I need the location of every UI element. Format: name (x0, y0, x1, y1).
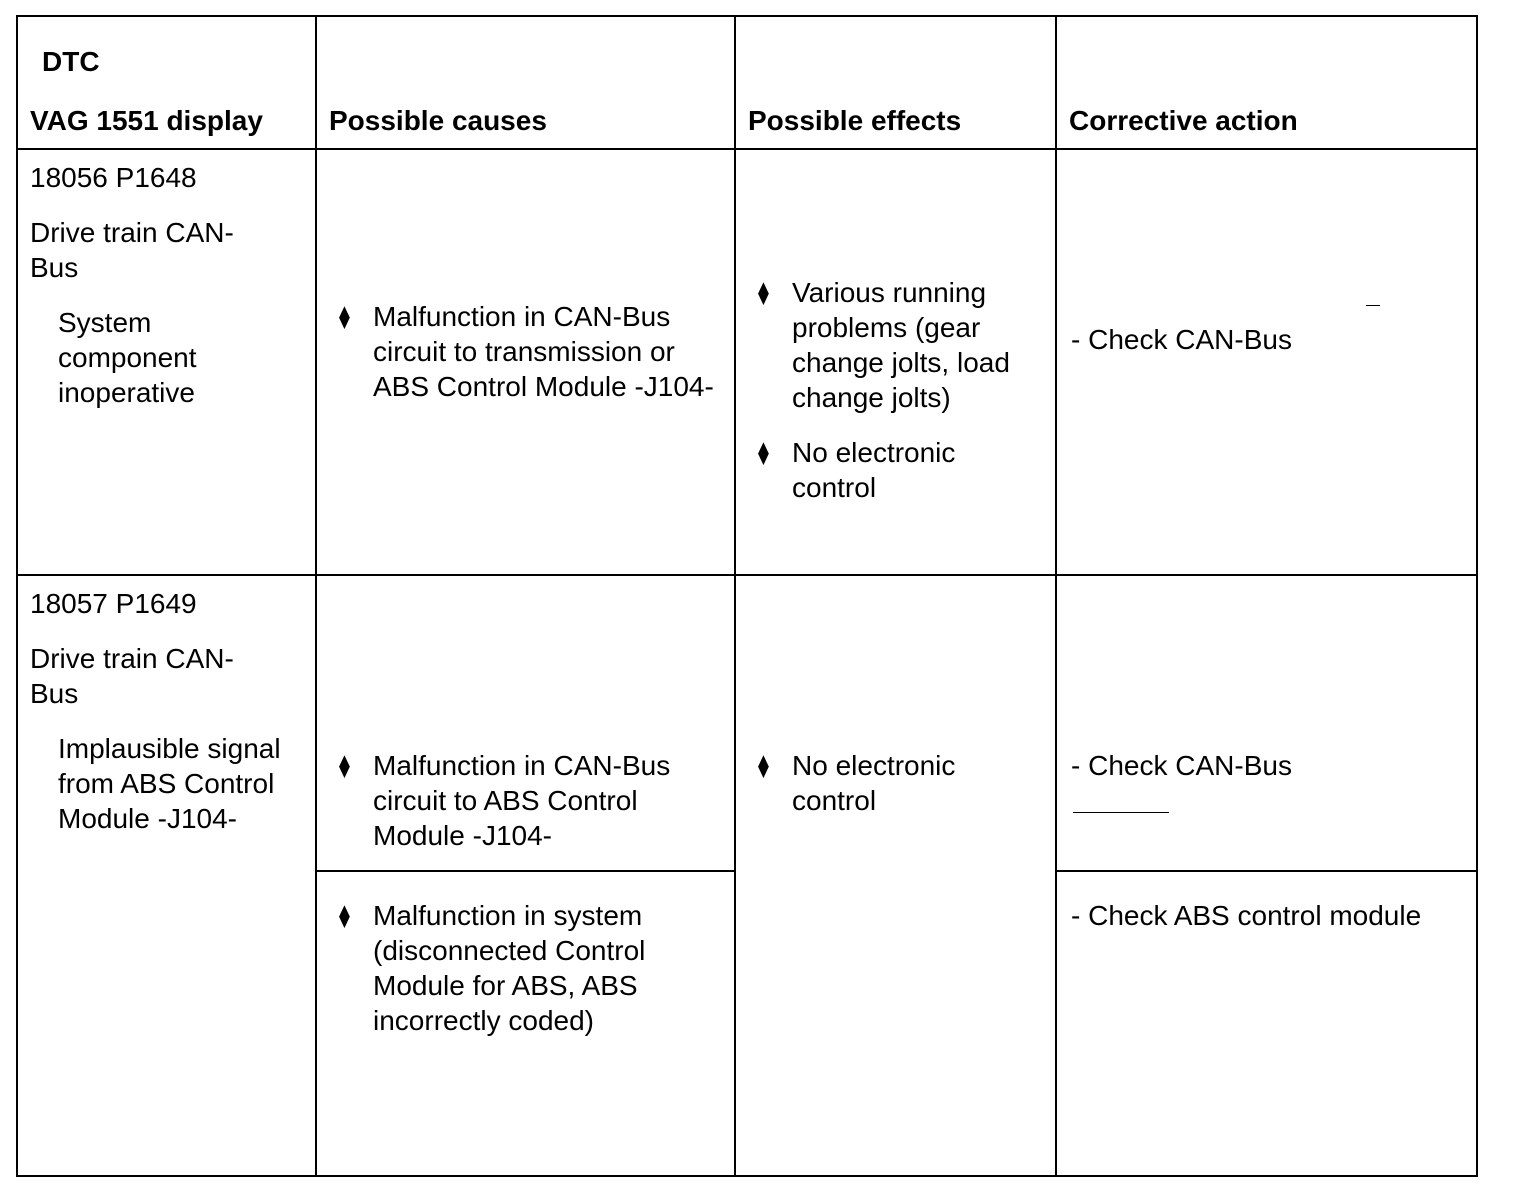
bullet-icon: ⧫ (758, 440, 769, 465)
list-item: ⧫ No electronic control (736, 435, 1055, 505)
dtc-cell: 18057 P1649 Drive train CAN-Bus Implausi… (16, 574, 317, 1177)
header-dtc-cell: DTC VAG 1551 display (16, 15, 317, 150)
tick-mark (1366, 305, 1380, 306)
list-item: ⧫ No electronic control (736, 748, 1055, 818)
action-text: - Check ABS control module (1071, 900, 1422, 931)
dtc-description: System component inoperative (58, 307, 197, 408)
dtc-code: 18057 P1649 (30, 588, 197, 619)
action-text: - Check CAN-Bus (1071, 750, 1292, 781)
dtc-cell: 18056 P1648 Drive train CAN-Bus System c… (16, 148, 317, 576)
bullet-icon: ⧫ (339, 753, 350, 778)
table-row: 18056 P1648 Drive train CAN-Bus System c… (16, 148, 1478, 576)
causes-cell: ⧫ Malfunction in system (disconnected Co… (315, 870, 736, 1177)
header-action-label: Corrective action (1069, 105, 1298, 136)
dtc-table: DTC VAG 1551 display Possible causes Pos… (16, 15, 1478, 1177)
list-item: ⧫ Malfunction in system (disconnected Co… (317, 898, 734, 1038)
bullet-icon: ⧫ (758, 280, 769, 305)
cause-text: Malfunction in system (disconnected Cont… (373, 900, 646, 1036)
header-row: DTC VAG 1551 display Possible causes Pos… (16, 15, 1478, 150)
effect-text: No electronic control (792, 437, 956, 503)
dtc-code: 18056 P1648 (30, 162, 197, 193)
bullet-icon: ⧫ (758, 753, 769, 778)
list-item: ⧫ Malfunction in CAN-Bus circuit to ABS … (317, 748, 734, 853)
dtc-description: Implausible signal from ABS Control Modu… (58, 733, 281, 834)
bullet-icon: ⧫ (339, 303, 350, 329)
action-text: - Check CAN-Bus (1071, 324, 1292, 355)
list-item: ⧫ Malfunction in CAN-Bus circuit to tran… (317, 299, 734, 404)
bullet-icon: ⧫ (339, 903, 350, 928)
causes-cell: ⧫ Malfunction in CAN-Bus circuit to ABS … (315, 574, 736, 872)
cause-text: Malfunction in CAN-Bus circuit to ABS Co… (373, 750, 671, 851)
dtc-name: Drive train CAN-Bus (30, 643, 234, 709)
list-item: ⧫ Various running problems (gear change … (736, 275, 1055, 415)
effects-cell: ⧫ Various running problems (gear change … (734, 148, 1057, 576)
header-dtc-label: DTC (42, 46, 100, 77)
header-effects-label: Possible effects (748, 105, 962, 136)
table-row: 18057 P1649 Drive train CAN-Bus Implausi… (16, 574, 1478, 1177)
dtc-name: Drive train CAN-Bus (30, 217, 234, 283)
header-causes-cell: Possible causes (315, 15, 736, 150)
table-row: ⧫ Malfunction in system (disconnected Co… (17, 870, 1478, 1177)
effects-cell: ⧫ No electronic control (734, 574, 1057, 1177)
underline-mark (1073, 812, 1169, 813)
effect-text: Various running problems (gear change jo… (792, 277, 1010, 413)
action-cell: - Check ABS control module (1055, 870, 1478, 1177)
action-cell: - Check CAN-Bus (1055, 148, 1478, 576)
effect-text: No electronic control (792, 750, 956, 816)
header-vag-display-label: VAG 1551 display (30, 105, 263, 136)
header-action-cell: Corrective action (1055, 15, 1478, 150)
header-effects-cell: Possible effects (734, 15, 1057, 150)
cause-text: Malfunction in CAN-Bus circuit to transm… (373, 300, 714, 402)
causes-cell: ⧫ Malfunction in CAN-Bus circuit to tran… (315, 148, 736, 576)
action-cell: - Check CAN-Bus (1055, 574, 1478, 872)
header-causes-label: Possible causes (329, 105, 547, 136)
